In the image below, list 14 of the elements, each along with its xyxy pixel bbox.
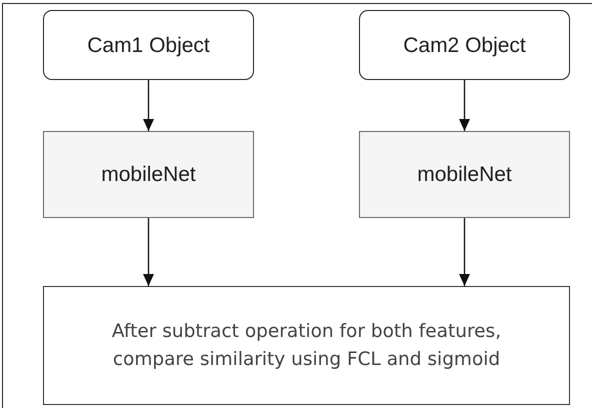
process-box — [359, 131, 570, 218]
rounded-box — [359, 10, 570, 80]
process-box — [43, 286, 570, 405]
node-label: After subtract operation for both features, compare similarity using FCL and sigmoid — [110, 320, 502, 372]
node-label: Cam1 Object — [87, 32, 210, 58]
node-label: mobileNet — [417, 162, 512, 187]
rounded-box — [43, 10, 254, 80]
process-box — [43, 131, 254, 218]
arrow — [459, 218, 470, 286]
arrow — [143, 80, 154, 131]
node-label: mobileNet — [101, 162, 196, 187]
node-label: Cam2 Object — [403, 32, 526, 58]
arrow — [143, 218, 154, 286]
arrow — [459, 80, 470, 131]
